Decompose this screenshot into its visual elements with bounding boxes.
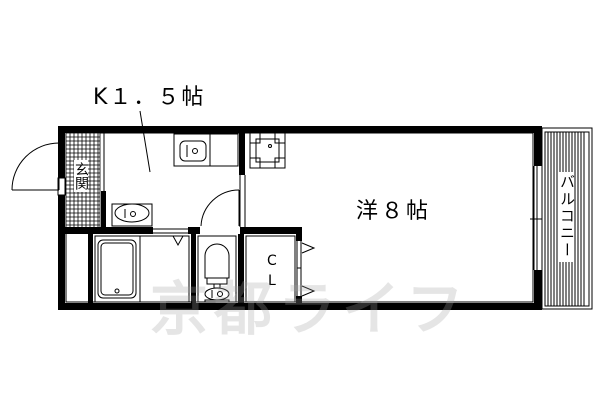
closet-doors (301, 242, 316, 297)
western-room-label: 洋８帖 (356, 199, 432, 224)
balcony (541, 127, 593, 310)
outer-walls (58, 126, 542, 310)
inner-walls (58, 133, 302, 304)
entrance-door (11, 142, 66, 196)
inner-door (200, 189, 240, 227)
kitchen-counter (173, 133, 239, 167)
washbasin (111, 203, 153, 227)
ceiling-fixture (249, 132, 286, 169)
leader-line (139, 110, 151, 173)
closet-label-l: L (268, 273, 276, 289)
balcony-label: バルコニー (558, 172, 576, 261)
bathtub (97, 235, 184, 299)
toilet (204, 243, 230, 303)
closet-label-c: C (267, 253, 277, 269)
entrance-label: 玄関 (73, 160, 89, 192)
kitchen-label: K１．５帖 (93, 85, 206, 110)
balcony-window (530, 166, 542, 270)
